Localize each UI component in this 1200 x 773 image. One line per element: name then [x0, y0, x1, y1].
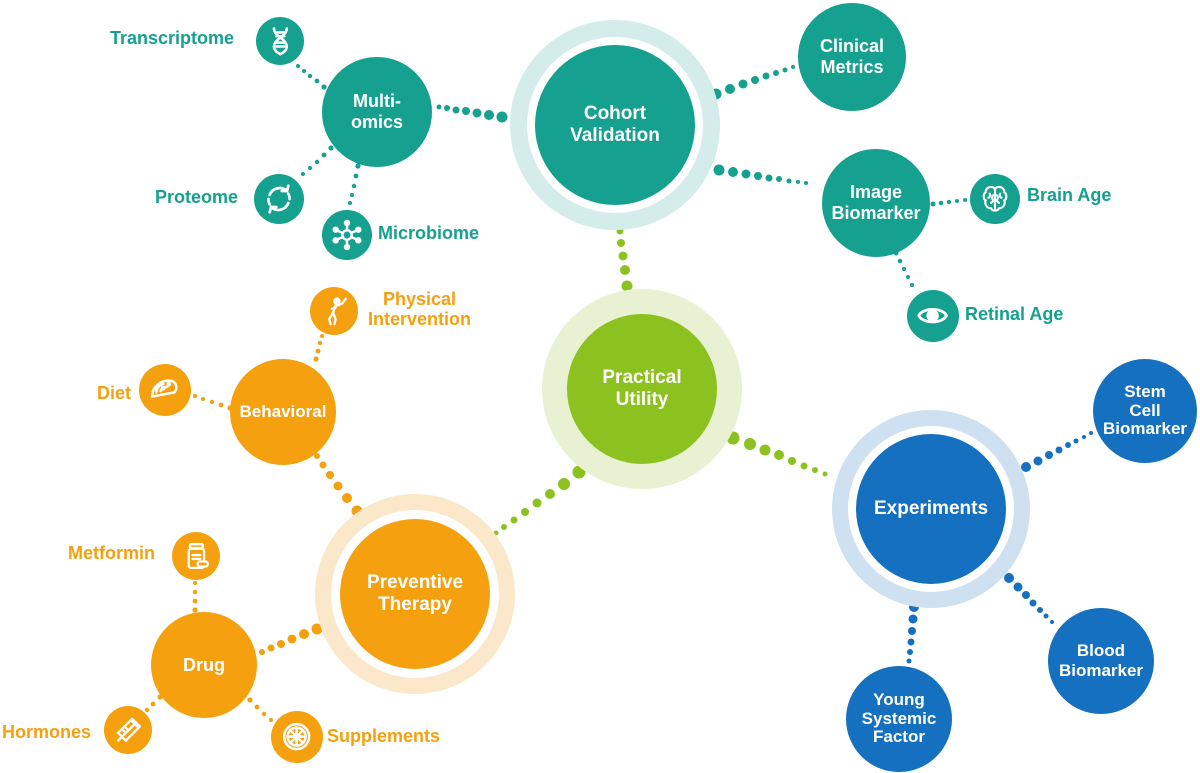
behavioral-node[interactable]: Behavioral	[230, 359, 336, 465]
multiomics-label: Multi- omics	[350, 91, 404, 132]
link-cohort-clinical	[710, 65, 795, 100]
metformin-badge[interactable]	[172, 532, 220, 580]
behavioral-label: Behavioral	[239, 402, 327, 422]
brain-age-badge[interactable]	[970, 174, 1020, 224]
cohort-validation-label: Cohort Validation	[570, 103, 660, 146]
multiomics-node[interactable]: Multi- omics	[322, 57, 432, 167]
dna-icon	[272, 26, 288, 56]
transcriptome-badge[interactable]	[256, 17, 304, 65]
supplements-badge[interactable]	[271, 711, 323, 763]
eye-icon	[917, 308, 949, 324]
diet-label: Diet	[97, 383, 132, 403]
hormones-label: Hormones	[2, 722, 92, 742]
link-multiomics-proteome	[301, 145, 334, 176]
drug-node[interactable]: Drug	[151, 612, 257, 718]
cohort-validation-node[interactable]: Cohort Validation	[535, 45, 695, 205]
syringe-icon	[116, 717, 141, 742]
drug-label: Drug	[183, 654, 225, 675]
blood-biomarker-node[interactable]: Blood Biomarker	[1048, 608, 1154, 714]
young-systemic-factor-label: Young Systemic Factor	[861, 689, 937, 747]
blood-biomarker-label: Blood Biomarker	[1058, 641, 1144, 680]
stem-cell-biomarker-node[interactable]: Stem Cell Biomarker	[1093, 359, 1197, 463]
preventive-therapy-label: Preventive Therapy	[366, 572, 464, 615]
retinal-age-badge[interactable]	[907, 290, 959, 342]
link-behavioral-physical	[313, 334, 324, 362]
brain-icon	[982, 185, 1008, 212]
proteome-badge[interactable]	[254, 174, 304, 224]
supplements-label: Supplements	[327, 726, 441, 746]
cycle-icon	[267, 184, 291, 214]
physical-intervention-badge[interactable]	[310, 287, 358, 335]
link-multiomics-transcriptome	[296, 64, 327, 90]
taco-icon	[151, 379, 178, 399]
physical-intervention-label: Physical Intervention	[368, 289, 472, 329]
microbiome-badge[interactable]	[322, 210, 372, 260]
image-biomarker-label: Image Biomarker	[831, 182, 921, 223]
brain-age-label: Brain Age	[1027, 185, 1112, 205]
experiments-node[interactable]: Experiments	[856, 434, 1006, 584]
link-cohort-image	[713, 164, 808, 185]
link-drug-metformin	[192, 581, 198, 613]
metformin-label: Metformin	[68, 543, 155, 563]
link-behavioral-diet	[193, 394, 233, 411]
pill-bottle-icon	[187, 542, 209, 569]
link-practical-experiments	[726, 431, 828, 477]
practical-utility-node[interactable]: Practical Utility	[567, 314, 717, 464]
clinical-metrics-node[interactable]: Clinical Metrics	[798, 3, 906, 111]
network-icon	[332, 219, 362, 251]
image-biomarker-node[interactable]: Image Biomarker	[822, 149, 930, 257]
microbiome-label: Microbiome	[378, 223, 480, 243]
practical-utility-label: Practical Utility	[602, 367, 682, 410]
hormones-badge[interactable]	[104, 706, 152, 754]
link-image-retinal	[893, 250, 914, 287]
stem-cell-biomarker-label: Stem Cell Biomarker	[1102, 381, 1188, 439]
link-image-brain	[930, 198, 967, 207]
link-practical-preventive	[493, 465, 586, 536]
link-experiments-stemcell	[1021, 431, 1093, 472]
retinal-age-label: Retinal Age	[965, 304, 1064, 324]
link-preventive-drug	[259, 623, 323, 655]
link-experiments-blood	[1004, 573, 1054, 624]
link-drug-hormones	[144, 694, 163, 713]
link-preventive-behavioral	[314, 453, 363, 517]
young-systemic-factor-node[interactable]: Young Systemic Factor	[846, 666, 952, 772]
golfer-icon	[327, 297, 347, 325]
citrus-icon	[283, 723, 311, 751]
diet-badge[interactable]	[139, 364, 191, 416]
clinical-metrics-label: Clinical Metrics	[819, 36, 885, 77]
link-experiments-young	[906, 602, 919, 664]
preventive-therapy-node[interactable]: Preventive Therapy	[340, 519, 490, 669]
link-cohort-multiomics	[436, 104, 508, 123]
proteome-label: Proteome	[155, 187, 239, 207]
experiments-label: Experiments	[873, 498, 989, 520]
link-multiomics-microbiome	[348, 163, 361, 205]
transcriptome-label: Transcriptome	[110, 28, 235, 48]
link-drug-supplements	[247, 697, 273, 722]
